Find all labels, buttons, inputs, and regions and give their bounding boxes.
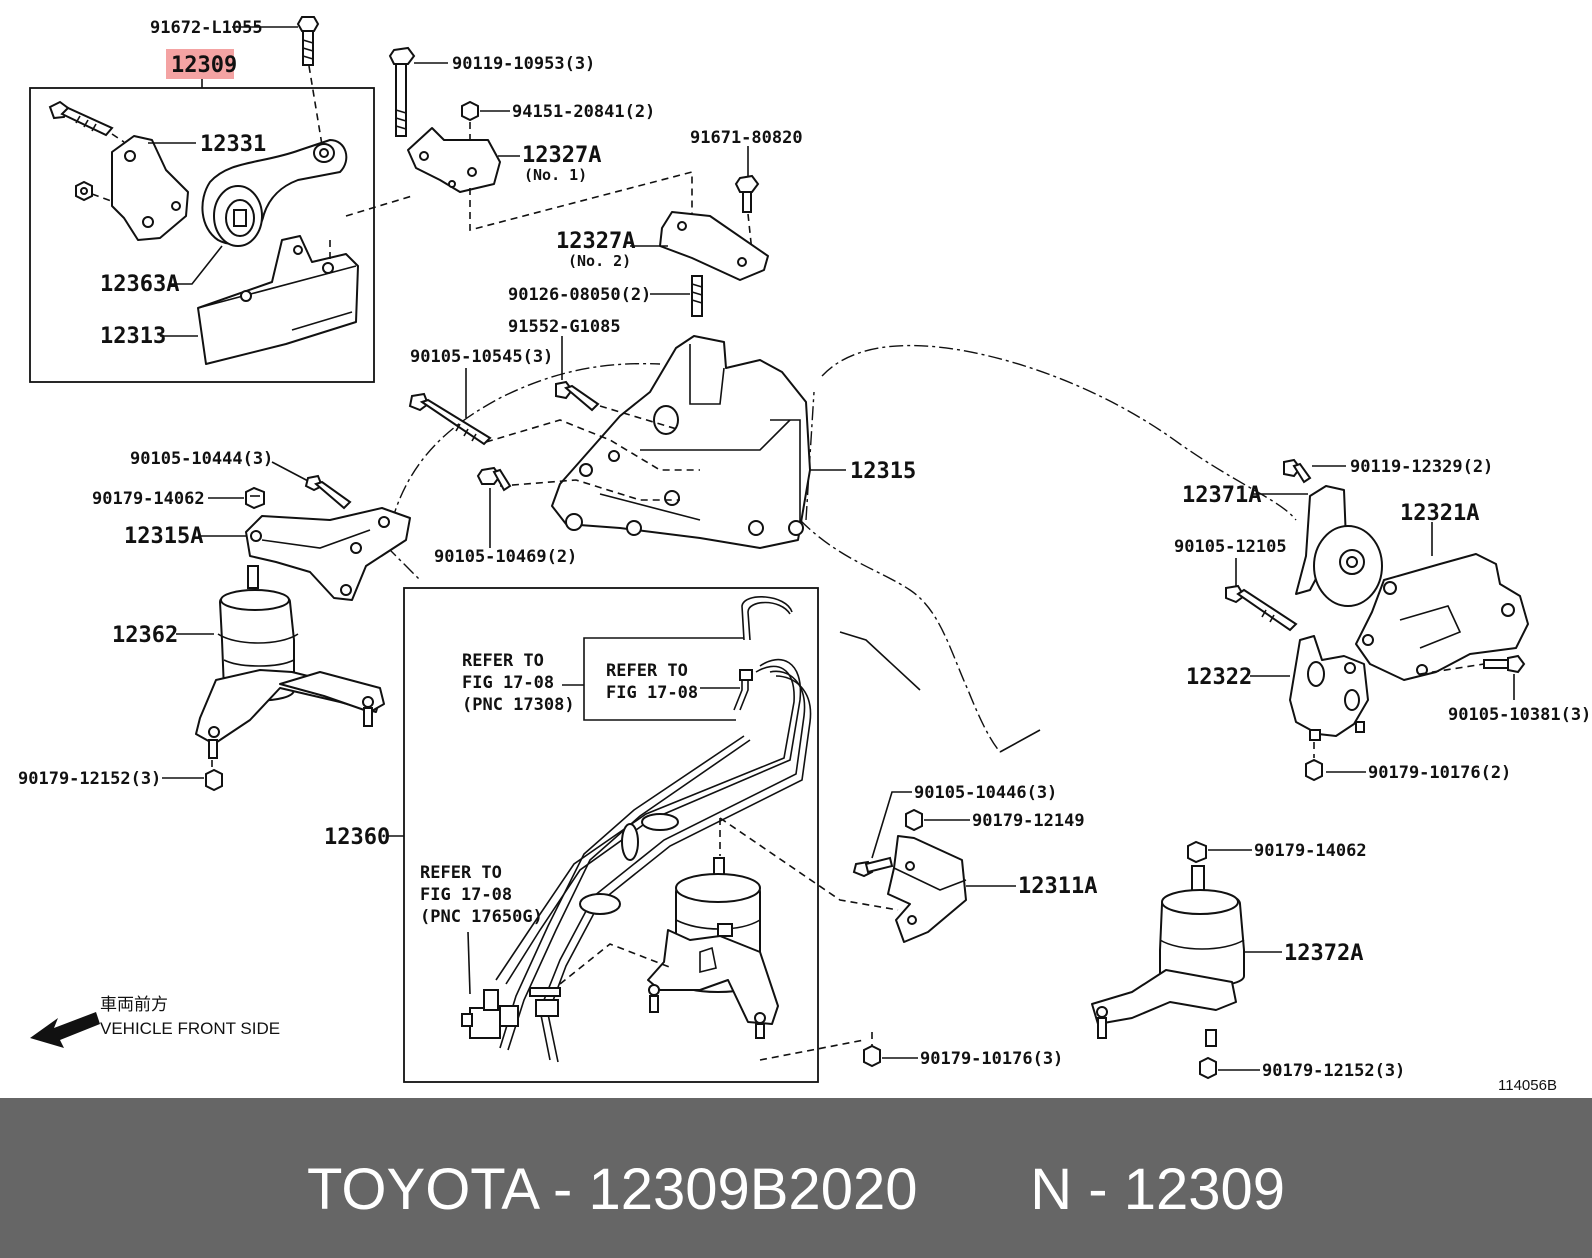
callout-90105-10545[interactable]: 90105-10545(3)	[410, 347, 553, 367]
bracket-12313-icon	[197, 235, 359, 365]
bracket-12311A-icon	[887, 835, 967, 943]
nut-icon	[905, 808, 923, 832]
bracket-12315A-icon	[245, 507, 411, 601]
part-number-footer: TOYOTA - 12309B2020 N - 12309	[0, 1098, 1592, 1258]
bolt-icon	[388, 46, 416, 137]
refer-note-3-line3: (PNC 17650G)	[420, 907, 543, 927]
callout-90105-10444[interactable]: 90105-10444(3)	[130, 449, 273, 469]
refer-note-1-line3: (PNC 17308)	[462, 695, 575, 715]
engine-mount-12360-icon	[647, 857, 779, 1039]
nut-icon	[1305, 758, 1323, 782]
callout-91672-L1055[interactable]: 91672-L1055	[150, 18, 263, 38]
callout-12315A[interactable]: 12315A	[124, 524, 203, 549]
callout-90179-12149[interactable]: 90179-12149	[972, 811, 1085, 831]
bracket-12371A-icon	[1295, 485, 1383, 607]
nut-icon	[75, 180, 93, 202]
refer-note-3-line1: REFER TO	[420, 863, 502, 883]
figure-code: 114056B	[1498, 1077, 1557, 1094]
vacuum-hose-icon	[495, 596, 812, 1063]
callout-90105-12105[interactable]: 90105-12105	[1174, 537, 1287, 557]
direction-label-en: VEHICLE FRONT SIDE	[100, 1019, 280, 1038]
callout-12315[interactable]: 12315	[850, 459, 916, 484]
callout-12371A[interactable]: 12371A	[1182, 483, 1261, 508]
bolt-icon	[1225, 584, 1298, 632]
bolt-icon	[296, 16, 320, 66]
bracket-12322-icon	[1289, 635, 1369, 741]
nut-icon	[1187, 840, 1207, 864]
bolt-icon	[852, 856, 894, 878]
callout-12309[interactable]: 12309	[171, 53, 237, 78]
callout-90105-10469[interactable]: 90105-10469(2)	[434, 547, 577, 567]
callout-94151-20841[interactable]: 94151-20841(2)	[512, 102, 655, 122]
torque-rod-12363A-icon	[201, 139, 348, 247]
callout-12372A[interactable]: 12372A	[1284, 941, 1363, 966]
bracket-12315-icon	[551, 335, 811, 549]
front-direction-arrow-icon	[30, 1012, 100, 1048]
callout-90179-14062-left[interactable]: 90179-14062	[92, 489, 205, 509]
assembly-12309-box	[29, 87, 375, 383]
refer-note-1-line2: FIG 17-08	[462, 673, 554, 693]
nut-icon	[245, 486, 265, 510]
callout-12331[interactable]: 12331	[200, 132, 266, 157]
bolt-icon	[1483, 654, 1526, 674]
callout-12327A-no2[interactable]: 12327A	[556, 229, 635, 254]
assembly-12360-box	[403, 587, 819, 1083]
highlight-box	[166, 49, 234, 79]
engine-mount-12362-icon	[195, 565, 385, 759]
callout-90105-10446[interactable]: 90105-10446(3)	[914, 783, 1057, 803]
callout-90179-10176-bottom[interactable]: 90179-10176(3)	[920, 1049, 1063, 1069]
callout-90179-10176-right[interactable]: 90179-10176(2)	[1368, 763, 1511, 783]
bracket-12327A-no1-icon	[407, 127, 501, 193]
bolt-icon	[48, 100, 114, 137]
callout-12321A[interactable]: 12321A	[1400, 501, 1479, 526]
callout-90179-14062-right[interactable]: 90179-14062	[1254, 841, 1367, 861]
nut-icon	[461, 100, 479, 122]
callout-90126-08050[interactable]: 90126-08050(2)	[508, 285, 651, 305]
part-number-text: TOYOTA - 12309B2020 N - 12309	[307, 1157, 1285, 1222]
callout-12360[interactable]: 12360	[324, 825, 390, 850]
refer-note-2-line2: FIG 17-08	[606, 683, 698, 703]
vacuum-switch-valve-icon	[461, 989, 519, 1039]
bracket-12331-icon	[111, 135, 189, 241]
callout-91671-80820[interactable]: 91671-80820	[690, 128, 803, 148]
callout-90105-10381[interactable]: 90105-10381(3)	[1448, 705, 1591, 725]
nut-icon	[863, 1044, 881, 1068]
bracket-12321A-icon	[1355, 553, 1529, 681]
callout-12327A-no2-sub: (No. 2)	[568, 252, 631, 270]
refer-note-1-line1: REFER TO	[462, 651, 544, 671]
callout-12327A-no1[interactable]: 12327A	[522, 143, 601, 168]
callout-91552-G1085[interactable]: 91552-G1085	[508, 317, 621, 337]
nut-icon	[205, 768, 223, 792]
engine-mount-parts-diagram: 12309 91672-L1055 12331	[18, 16, 1592, 1094]
bolt-icon	[304, 474, 352, 510]
callout-12313[interactable]: 12313	[100, 324, 166, 349]
callout-90119-12329[interactable]: 90119-12329(2)	[1350, 457, 1493, 477]
callout-90179-12152-right[interactable]: 90179-12152(3)	[1262, 1061, 1405, 1081]
bolt-icon	[1283, 458, 1312, 484]
refer-note-2-line1: REFER TO	[606, 661, 688, 681]
callout-12327A-no1-sub: (No. 1)	[524, 166, 587, 184]
callout-90119-10953[interactable]: 90119-10953(3)	[452, 54, 595, 74]
refer-note-3-line2: FIG 17-08	[420, 885, 512, 905]
bolt-icon	[555, 380, 600, 412]
callout-12363A[interactable]: 12363A	[100, 272, 179, 297]
bolt-icon	[476, 466, 512, 492]
bracket-12327A-no2-icon	[659, 211, 769, 281]
bolt-icon	[408, 392, 492, 446]
engine-mount-12372A-icon	[1091, 865, 1245, 1047]
callout-12322[interactable]: 12322	[1186, 665, 1252, 690]
callout-12311A[interactable]: 12311A	[1018, 874, 1097, 899]
nut-icon	[1199, 1056, 1217, 1080]
callout-12362[interactable]: 12362	[112, 623, 178, 648]
stud-icon	[691, 275, 703, 317]
direction-label-jp: 車両前方	[100, 995, 168, 1014]
bolt-icon	[734, 174, 760, 213]
callout-90179-12152-left[interactable]: 90179-12152(3)	[18, 769, 161, 789]
